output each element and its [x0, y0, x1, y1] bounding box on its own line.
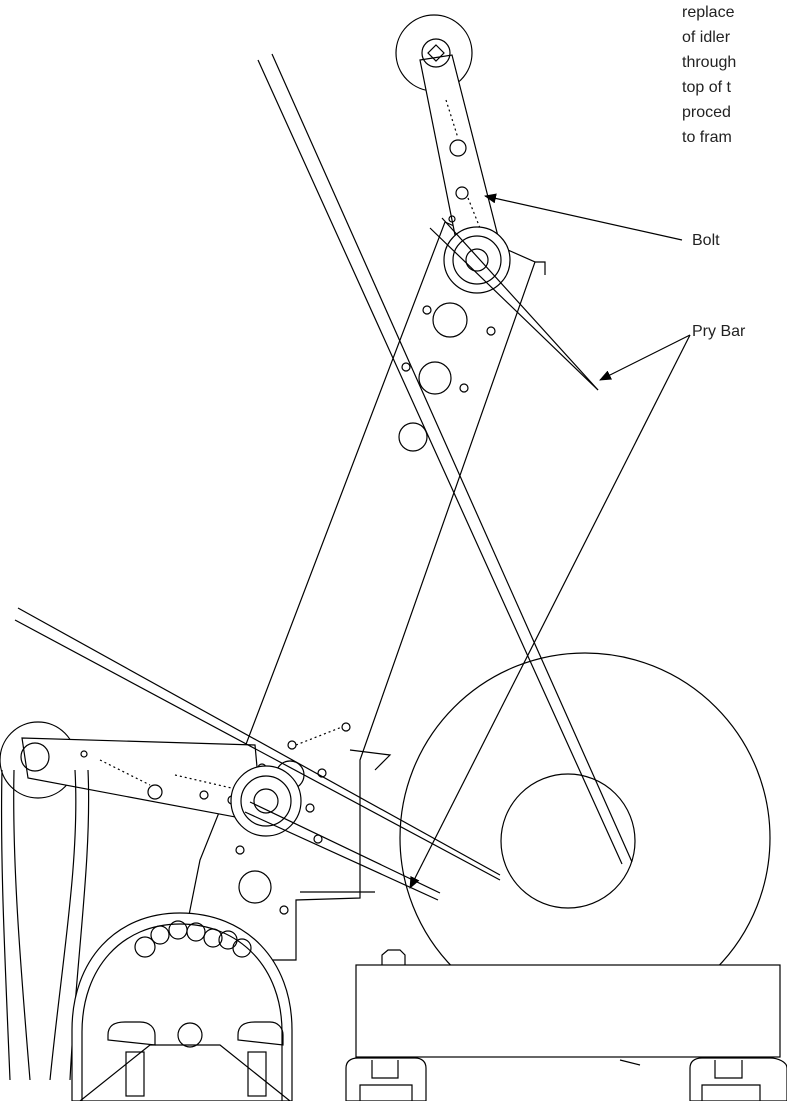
instruction-line: replace: [682, 4, 735, 21]
pry-bar-lower: [14, 607, 501, 881]
frame-hole: [238, 870, 272, 904]
main-frame-arm: [179, 221, 546, 961]
bolt-arrow: [484, 193, 683, 241]
pry-bar-label: Pry Bar: [692, 323, 746, 340]
bolt: [455, 186, 469, 200]
base-foot-left: [345, 1057, 427, 1101]
pry-bar-lever: [429, 217, 599, 391]
instruction-line: top of t: [682, 79, 731, 96]
bolt-label: Bolt: [692, 232, 720, 249]
frame-hole: [418, 361, 452, 395]
base-foot-right: [689, 1057, 787, 1101]
frame-hole: [432, 302, 468, 338]
instruction-line: through: [682, 54, 737, 71]
base-beam: [355, 949, 781, 1066]
pry-bar-arrows: [409, 334, 691, 889]
pry-bar-upper: [257, 53, 633, 865]
instruction-line: proced: [682, 104, 731, 121]
instruction-text: replace of idler through top of t proced…: [682, 0, 736, 150]
upper-tensioner-hub: [443, 226, 511, 294]
bearing-housing: [71, 912, 293, 1101]
frame-hole: [398, 422, 428, 452]
upper-idler-assembly: [395, 14, 511, 294]
instruction-line: of idler: [682, 29, 731, 46]
pry-bar-bottom-lever: [244, 801, 441, 901]
instruction-line: to fram: [682, 129, 732, 146]
